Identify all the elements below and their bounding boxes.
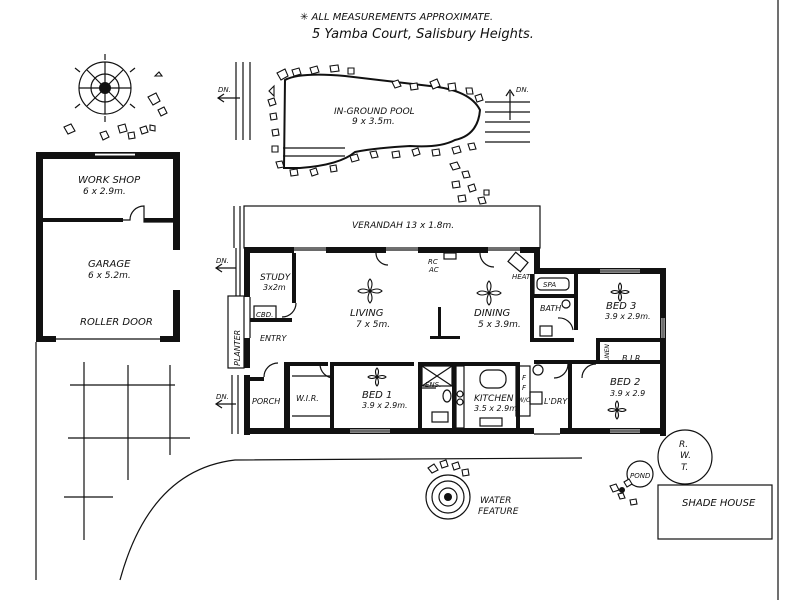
spa-label: SPA — [543, 281, 556, 289]
cbd-cupboard — [253, 305, 277, 321]
pond-label: POND — [630, 472, 651, 480]
house-walls — [244, 247, 666, 436]
entry-label: ENTRY — [260, 334, 287, 343]
study-label: STUDY — [260, 273, 292, 283]
laundry-label: L'DRY — [544, 397, 568, 406]
bath-label: BATH — [540, 304, 561, 313]
water-feature-label-2: FEATURE — [478, 507, 519, 517]
heater — [507, 251, 529, 273]
wall-oven-label: W/O — [518, 397, 531, 404]
garage-size: 6 x 5.2m. — [88, 271, 131, 281]
pool-label: IN-GROUND POOL — [334, 107, 415, 117]
rwt-label-r: R. — [679, 440, 688, 450]
roller-door-label: ROLLER DOOR — [80, 317, 153, 328]
living-size: 7 x 5m. — [356, 320, 390, 330]
rainwater-tank — [657, 429, 713, 485]
pool-stairs — [485, 88, 530, 143]
porch-label: PORCH — [252, 397, 280, 406]
pool-side-steps — [216, 62, 251, 140]
rc-label: RC — [428, 258, 438, 266]
dn-label-left: DN. — [218, 86, 231, 94]
dn-label-entry: DN. — [216, 257, 229, 265]
bed3-size: 3.9 x 2.9m. — [605, 312, 651, 321]
bed2-label: BED 2 — [610, 377, 640, 388]
laundry-fixtures — [529, 364, 544, 405]
entry-steps — [214, 248, 245, 434]
workshop-size: 6 x 2.9m. — [83, 187, 126, 197]
ensuite-label: ENS. — [425, 381, 441, 389]
workshop-label: WORK SHOP — [78, 175, 141, 186]
ensuite-fixtures — [421, 365, 453, 423]
kitchen-fixtures — [455, 365, 531, 429]
tree-icon — [74, 54, 136, 122]
dn-label-pool: DN. — [516, 86, 529, 94]
verandah-label: VERANDAH 13 x 1.8m. — [352, 221, 454, 231]
rc-ac-unit — [443, 252, 457, 260]
window-marks — [294, 249, 665, 433]
garage-building — [36, 152, 180, 342]
property-address: 5 Yamba Court, Salisbury Heights. — [312, 27, 534, 42]
dining-label: DINING — [474, 308, 511, 319]
verandah — [233, 205, 541, 249]
kitchen-size: 3.5 x 2.9m. — [474, 404, 520, 413]
pond — [609, 460, 654, 506]
living-label: LIVING — [350, 308, 384, 319]
fridge-label-a: F — [522, 374, 527, 382]
water-feature-label-1: WATER — [480, 496, 511, 506]
dn-label-porch: DN. — [216, 393, 229, 401]
door-swings — [249, 252, 597, 435]
linen-label: LINEN — [604, 344, 611, 362]
shade-house-label: SHADE HOUSE — [682, 498, 756, 509]
bir-label: B.I.R. — [622, 354, 643, 363]
bed1-size: 3.9 x 2.9m. — [362, 401, 408, 410]
rwt-label-t: T. — [681, 463, 688, 473]
study-size: 3x2m — [263, 283, 286, 292]
pool — [267, 64, 490, 205]
rwt-label-w: W. — [680, 451, 691, 461]
heat-label: HEAT — [512, 273, 531, 281]
bath-fixtures — [536, 277, 571, 337]
shade-house — [657, 484, 773, 540]
ceiling-fan-icon — [357, 278, 630, 420]
planter-label: PLANTER — [233, 330, 242, 366]
ac-label: AC — [428, 266, 439, 274]
wir-label: W.I.R. — [296, 394, 319, 403]
kitchen-label: KITCHEN — [474, 394, 514, 404]
bed3-label: BED 3 — [606, 301, 636, 312]
dining-size: 5 x 3.9m. — [478, 320, 521, 330]
driveway-grid — [35, 342, 190, 580]
garden-path — [119, 457, 583, 581]
water-feature — [425, 459, 471, 520]
cbd-label: CBD. — [256, 311, 273, 319]
measurement-note: ✳ ALL MEASUREMENTS APPROXIMATE. — [300, 12, 493, 23]
fridge-label-b: F — [522, 384, 527, 392]
pool-size: 9 x 3.5m. — [352, 117, 395, 127]
bed2-size: 3.9 x 2.9 — [610, 389, 645, 398]
garage-label: GARAGE — [88, 259, 131, 270]
bed1-label: BED 1 — [362, 390, 392, 401]
rock-border-icon — [63, 71, 168, 141]
